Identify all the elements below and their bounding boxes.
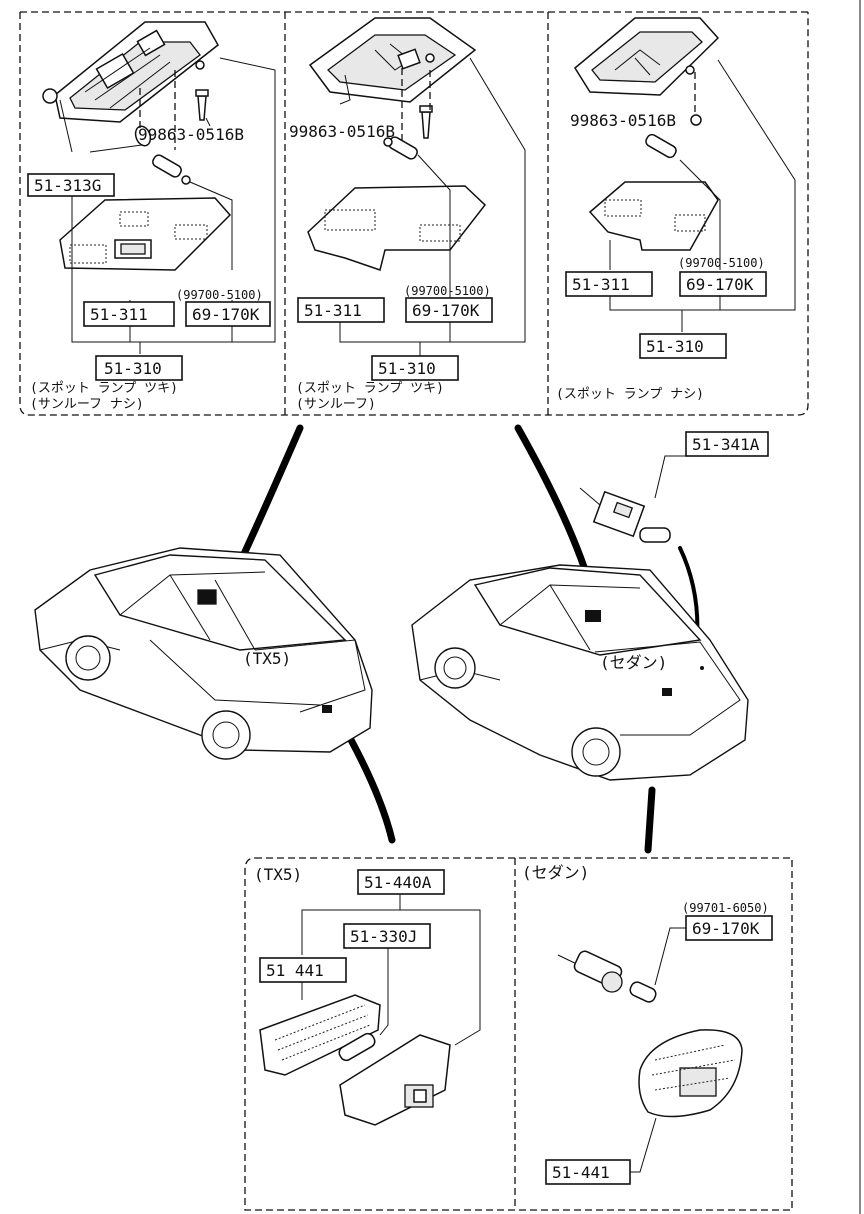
map-lamp-housing-illustration (42, 21, 219, 123)
assembly-label: 51-310 (646, 337, 704, 356)
bulb-illustration (629, 981, 657, 1003)
map-lamp-housing-illustration (574, 17, 720, 96)
sedan-lens-illustration (638, 1029, 743, 1118)
screw-label: 99863-0516B (570, 111, 676, 130)
switch-part-label: 51-341A (692, 435, 760, 454)
screw-label: 99863-0516B (138, 125, 244, 144)
bulb-label: 69-170K (412, 301, 480, 320)
bulb-spec-label: (99700-5100) (678, 256, 765, 270)
car-tx5-illustration: (TX5) (34, 547, 373, 760)
panel-title: (セダン) (522, 863, 589, 882)
screw-illustration (690, 114, 702, 126)
panel-title: (TX5) (254, 865, 302, 884)
bulb-code-label: 51-313G (34, 176, 101, 195)
lens-label: 51 441 (266, 961, 324, 980)
lens-label: 51-311 (90, 305, 148, 324)
door-switch-illustration: 51-341A (579, 431, 769, 543)
note-line-1: (スポット ランプ ツキ) (296, 381, 444, 396)
screw-label: 99863-0516B (289, 122, 395, 141)
lens-illustration (59, 197, 232, 271)
map-lamp-housing-illustration (308, 17, 477, 105)
top-panel-frame (19, 0, 861, 1214)
lens-illustration (307, 185, 487, 271)
screw-illustration (419, 105, 433, 139)
assembly-label: 51-310 (104, 359, 162, 378)
note-line-2: (サンルーフ ナシ) (30, 397, 144, 412)
lens-illustration (588, 181, 719, 251)
lens-label: 51-441 (552, 1163, 610, 1182)
bulb-spec-label: (99701-6050) (682, 901, 769, 915)
car-label: (TX5) (243, 649, 291, 668)
note-line-1: (スポット ランプ ツキ) (30, 381, 178, 396)
license-lamp-lens-illustration (259, 994, 381, 1076)
car-sedan-illustration: (セダン) (411, 564, 749, 781)
bulb-label: 69-170K (692, 919, 760, 938)
bulb-spec-label: (99700-5100) (404, 284, 491, 298)
bulb-label: 69-170K (192, 305, 260, 324)
note-line-2: (サンルーフ) (296, 397, 376, 412)
note-line-1: (スポット ランプ ナシ) (556, 387, 704, 402)
screw-illustration (195, 89, 209, 121)
panel-top-middle: 99863-0516B 51-311 (99700-5100) 69-170K … (289, 17, 526, 412)
panel-bottom-left: (TX5) 51-440A 51-330J 51 441 (254, 865, 481, 1126)
socket-housing-illustration (339, 1034, 451, 1126)
panel-top-left: 99863-0516B 51-313G 51-311 (99700-5100) … (27, 21, 276, 412)
assembly-label: 51-440A (364, 873, 432, 892)
bulb-illustration (645, 133, 677, 159)
socket-label: 51-330J (350, 927, 417, 946)
assembly-label: 51-310 (378, 359, 436, 378)
lens-label: 51-311 (304, 301, 362, 320)
lens-label: 51-311 (572, 275, 630, 294)
bulb-illustration (338, 1032, 376, 1062)
panel-top-right: 99863-0516B (99700-5100) 51-311 69-170K … (556, 17, 796, 402)
car-label: (セダン) (600, 653, 667, 672)
bulb-spec-label: (99700-5100) (176, 288, 263, 302)
bulb-label: 69-170K (686, 275, 754, 294)
bottom-panel-frame (244, 857, 793, 1211)
panel-bottom-right: (セダン) (99701-6050) 69-170K 51-441 (522, 863, 773, 1185)
bulb-illustration (383, 136, 418, 160)
socket-illustration (557, 950, 623, 993)
